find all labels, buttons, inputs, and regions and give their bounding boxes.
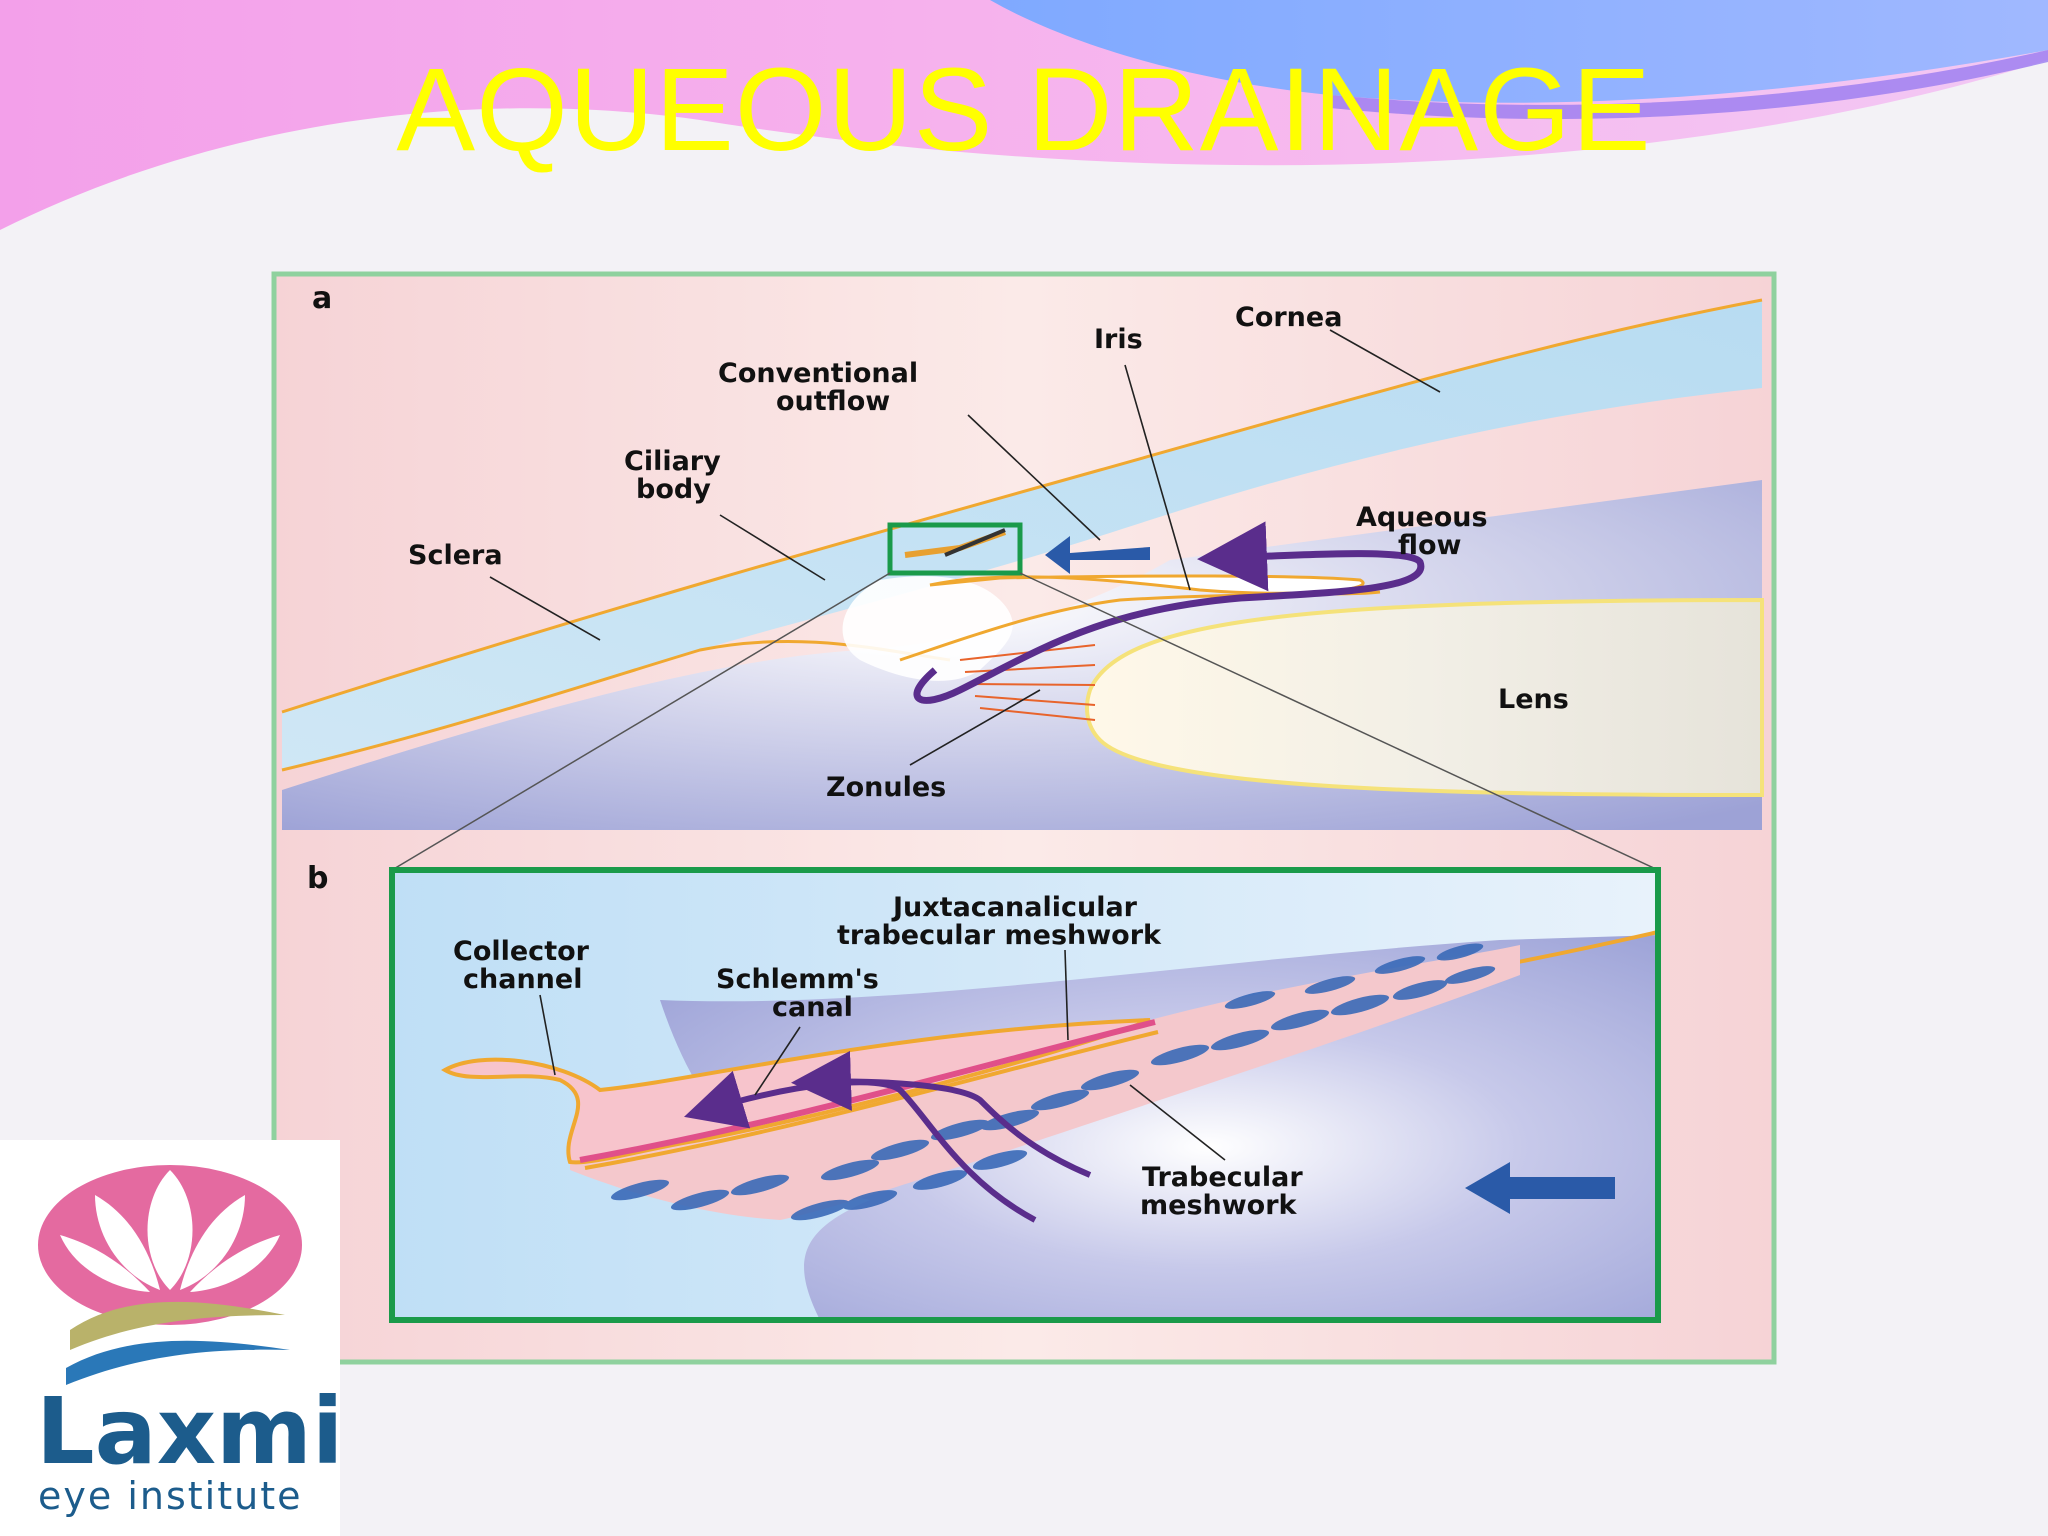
slide-title: AQUEOUS DRAINAGE bbox=[396, 44, 1652, 176]
header-waves bbox=[0, 0, 2048, 230]
label-juxta-2: trabecular meshwork bbox=[837, 920, 1162, 951]
lotus-logo-icon bbox=[38, 1165, 302, 1385]
inset-frame bbox=[389, 867, 1661, 1323]
panel-a: a Cornea Iris Conventional outflow Cilia… bbox=[281, 281, 1764, 871]
label-cornea: Cornea bbox=[1235, 302, 1342, 333]
logo: Laxmi eye institute bbox=[0, 1140, 344, 1536]
label-sclera: Sclera bbox=[408, 540, 503, 571]
label-collector-2: channel bbox=[463, 964, 582, 995]
panel-b-letter: b bbox=[307, 861, 328, 896]
panel-a-letter: a bbox=[312, 281, 332, 316]
label-trabecular-1: Trabecular bbox=[1142, 1162, 1303, 1193]
label-aqueous-1: Aqueous bbox=[1356, 502, 1488, 533]
label-aqueous-2: flow bbox=[1398, 530, 1462, 561]
label-juxta-1: Juxtacanalicular bbox=[891, 892, 1138, 923]
label-ciliary-2: body bbox=[636, 474, 711, 505]
label-iris: Iris bbox=[1094, 324, 1143, 355]
label-conventional-1: Conventional bbox=[718, 358, 918, 389]
label-conventional-2: outflow bbox=[776, 386, 890, 417]
logo-subtitle: eye institute bbox=[38, 1474, 303, 1518]
label-ciliary-1: Ciliary bbox=[624, 446, 721, 477]
panel-b: b bbox=[307, 861, 1661, 1323]
label-trabecular-2: meshwork bbox=[1140, 1190, 1298, 1221]
label-collector-1: Collector bbox=[453, 936, 590, 967]
logo-name: Laxmi bbox=[36, 1378, 344, 1485]
label-schlemm-1: Schlemm's bbox=[716, 964, 879, 995]
label-lens: Lens bbox=[1498, 684, 1569, 715]
label-zonules: Zonules bbox=[826, 772, 946, 803]
zoom-box bbox=[887, 522, 1023, 576]
label-schlemm-2: canal bbox=[772, 992, 853, 1023]
